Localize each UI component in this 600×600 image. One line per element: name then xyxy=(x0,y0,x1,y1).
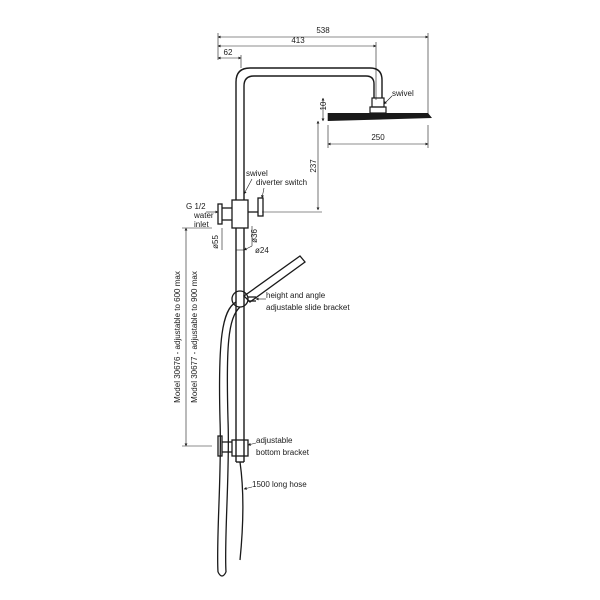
swivel-mixer-label: swivel xyxy=(246,169,268,178)
model-b-label: Model 30677 - adjustable to 900 max xyxy=(190,271,199,403)
diverter-callout: diverter switch xyxy=(256,178,307,199)
arm-reach-value: 413 xyxy=(291,36,305,45)
riser-rail xyxy=(235,228,245,463)
slide-bracket-callout: height and angle adjustable slide bracke… xyxy=(255,291,350,312)
shower-head xyxy=(327,113,432,121)
dimension-diameters: ø55 ø36 ø24 xyxy=(211,226,269,255)
bracket-label-line1: height and angle xyxy=(266,291,326,300)
head-depth-value: 10 xyxy=(319,101,328,110)
overall-width-value: 538 xyxy=(316,26,330,35)
inlet-thread-label: G 1/2 xyxy=(186,202,206,211)
shower-arm xyxy=(235,67,383,200)
hose-label: 1500 long hose xyxy=(252,480,307,489)
dimension-arm-reach: 413 xyxy=(217,36,377,100)
diverter-label: diverter switch xyxy=(256,178,307,187)
dimension-head-depth: 10 xyxy=(319,97,328,122)
hose-callout: 1500 long hose xyxy=(243,480,307,490)
bottom-bracket-label-line1: adjustable xyxy=(256,436,293,445)
hose xyxy=(216,301,244,577)
swivel-head-label: swivel xyxy=(392,89,414,98)
dimension-head-diameter: 250 xyxy=(327,125,429,148)
swivel-joint xyxy=(369,97,387,114)
bottom-bracket-label-line2: bottom bracket xyxy=(256,448,310,457)
dimension-height-adjust: Model 30676 - adjustable to 600 max Mode… xyxy=(173,227,212,447)
head-drop-value: 237 xyxy=(309,159,318,173)
bracket-label-line2: adjustable slide bracket xyxy=(266,303,350,312)
bottom-bracket xyxy=(217,435,249,457)
diameter-mid-value: ø36 xyxy=(250,229,259,243)
head-diameter-value: 250 xyxy=(371,133,385,142)
inlet-inlet-label: inlet xyxy=(194,220,209,229)
dimension-arm-offset: 62 xyxy=(217,48,242,68)
inlet-callout: G 1/2 water inlet xyxy=(186,202,219,229)
diameter-top-value: ø55 xyxy=(211,235,220,249)
dimension-head-drop: 237 xyxy=(262,120,322,213)
mixer-body xyxy=(217,197,264,229)
diameter-small-value: ø24 xyxy=(255,246,269,255)
model-a-label: Model 30676 - adjustable to 600 max xyxy=(173,271,182,403)
inlet-water-label: water xyxy=(193,211,214,220)
arm-offset-value: 62 xyxy=(224,48,233,57)
swivel-mixer-callout: swivel xyxy=(243,169,268,195)
bottom-bracket-callout: adjustable bottom bracket xyxy=(247,436,310,457)
swivel-head-callout: swivel xyxy=(383,89,414,105)
